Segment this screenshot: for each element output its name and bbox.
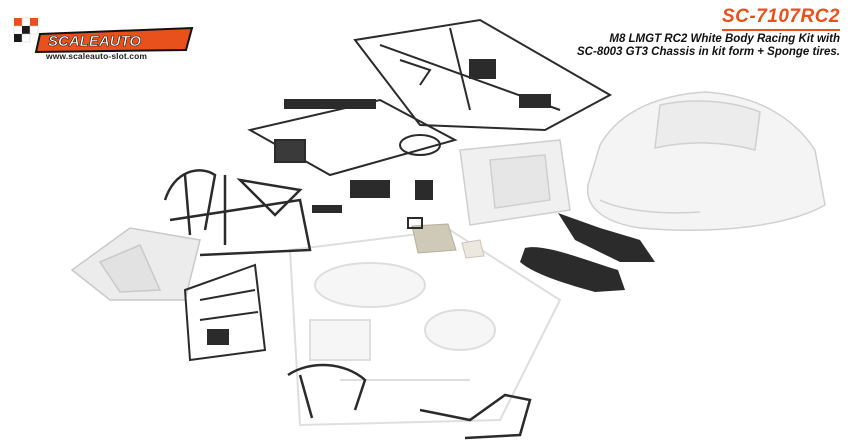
black-sprue-top — [353, 18, 613, 132]
black-small-parts — [312, 180, 433, 229]
black-rear-diffuser — [520, 247, 625, 292]
checkered-flag-icon — [13, 17, 39, 43]
beige-interior-part — [411, 223, 457, 254]
website-url[interactable]: www.scaleauto-slot.com — [46, 51, 148, 61]
black-sprue-middle — [247, 98, 458, 177]
description-line-2: SC-8003 GT3 Chassis in kit form + Sponge… — [577, 46, 840, 58]
black-roll-cage — [163, 169, 312, 257]
product-description: M8 LMGT RC2 White Body Racing Kit with S… — [577, 33, 840, 59]
clear-window-sprue — [70, 227, 201, 301]
white-seat-part — [461, 239, 485, 259]
heading-underline — [722, 29, 840, 31]
interior-white-sprue — [288, 228, 562, 427]
black-sprue-bottom-left — [183, 263, 267, 362]
logo-text: SCALEAUTO — [48, 33, 141, 50]
white-chassis-tray — [459, 139, 571, 226]
black-front-splitter — [558, 213, 655, 262]
product-code: SC-7107RC2 — [722, 6, 840, 27]
black-rear-cage — [287, 363, 367, 419]
white-car-body — [586, 91, 826, 231]
description-line-1: M8 LMGT RC2 White Body Racing Kit with — [609, 33, 840, 45]
black-sprue-bottom — [419, 393, 532, 440]
scaleauto-logo: SCALEAUTO — [13, 17, 194, 54]
